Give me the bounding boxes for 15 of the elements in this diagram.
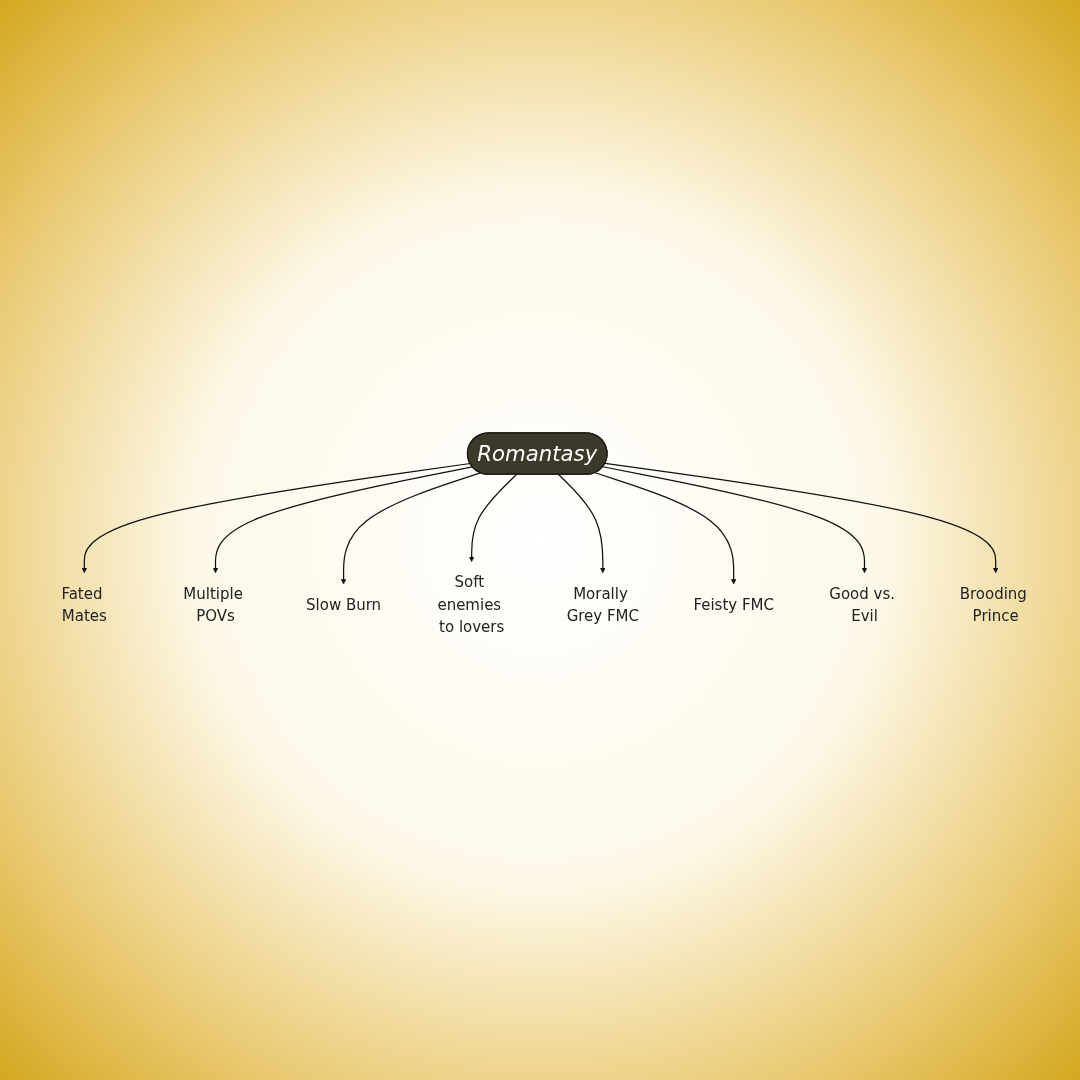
arrow <box>468 473 518 562</box>
arrow <box>340 471 482 584</box>
arrow <box>604 462 999 573</box>
node-text: Morally Grey FMC <box>566 584 640 625</box>
arrow <box>602 465 868 573</box>
node-text: Good vs. Evil <box>829 584 895 625</box>
node-text: Brooding Prince <box>959 584 1027 625</box>
node-text: Soft enemies to lovers <box>437 573 505 636</box>
arrow <box>594 471 737 584</box>
node-text: Multiple POVs <box>183 584 243 625</box>
arrow <box>81 462 471 573</box>
node-text: Fated Mates <box>61 584 107 625</box>
node-text: Slow Burn <box>306 595 382 614</box>
arrow <box>557 473 606 573</box>
node-text: Feisty FMC <box>693 595 774 614</box>
